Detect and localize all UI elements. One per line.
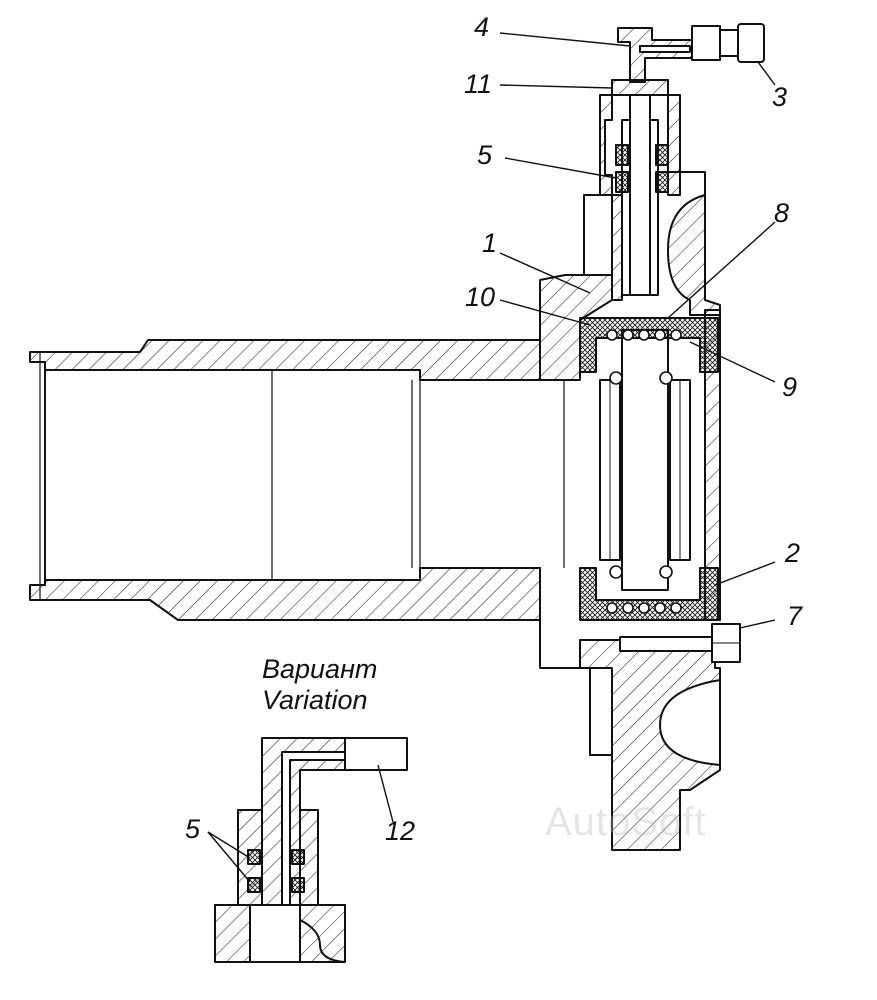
callout-8: 8: [774, 198, 790, 228]
grease-elbow: [617, 23, 765, 83]
callout-9: 9: [782, 372, 798, 402]
axle-tube: [29, 339, 541, 621]
upper-column: [599, 79, 681, 296]
callout-5-variation: 5: [185, 814, 201, 844]
callout-5: 5: [477, 140, 493, 170]
callout-1: 1: [482, 228, 498, 258]
callout-12: 12: [385, 816, 416, 846]
leader-lines: [207, 32, 776, 883]
bolt: [619, 623, 741, 663]
variation-fitting-12: [344, 737, 408, 771]
variation-inset: [214, 737, 408, 963]
callout-7: 7: [787, 601, 803, 631]
watermark: AutoSoft: [545, 800, 707, 844]
variation-title: Вариант Variation: [262, 654, 377, 716]
variation-title-en: Variation: [262, 685, 368, 716]
callout-10: 10: [465, 282, 496, 312]
callout-2: 2: [785, 538, 801, 568]
callout-4: 4: [474, 12, 490, 42]
grease-nipple: [737, 23, 765, 63]
variation-title-ru: Вариант: [262, 654, 378, 684]
kingpin: [563, 317, 721, 621]
callout-11: 11: [464, 69, 493, 99]
upper-seal: [615, 144, 629, 166]
callout-3: 3: [772, 82, 788, 112]
